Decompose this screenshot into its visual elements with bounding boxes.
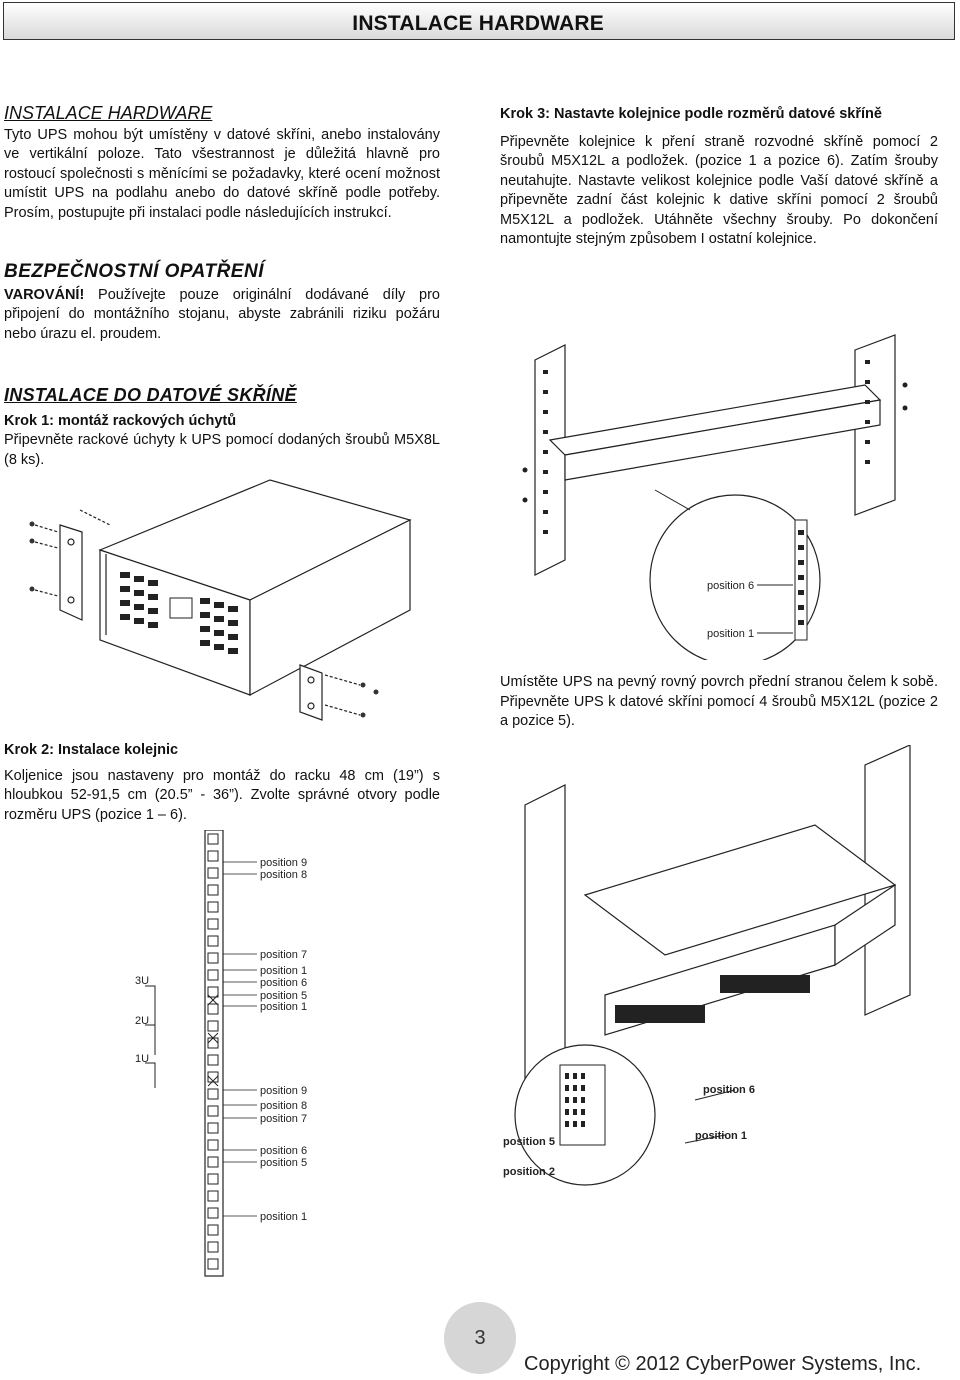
safety-text: Používejte pouze originální dodávané díl… [4,286,440,342]
position-label: position 1 [260,1001,307,1013]
intro-text: Tyto UPS mohou být umístěny v datové skř… [4,126,440,221]
ups-rack-ear-figure [29,479,412,721]
position-label: position 9 [260,1085,307,1097]
unit-label-1u: 1U [135,1053,149,1065]
position-label: position 7 [260,1113,307,1125]
position-label: position 1 [260,965,307,977]
intro-heading: INSTALACE HARDWARE [4,103,213,123]
rail-positions-figure: 3U 2U 1U position 9 position 8 position … [135,830,307,1277]
header-title: INSTALACE HARDWARE [352,12,604,35]
copyright: Copyright © 2012 CyberPower Systems, Inc… [524,1353,922,1375]
step3-text: Připevněte kolejnice k pření straně rozv… [500,133,938,248]
step4-label-position-5: position 5 [503,1136,555,1148]
safety-heading: BEZPEČNOSTNÍ OPATŘENÍ [4,261,264,282]
rail-cabinet-figure: position 6 position 1 [522,334,908,660]
position-label: position 5 [260,1157,307,1169]
step3-label-position-6: position 6 [707,580,754,592]
position-label: position 9 [260,857,307,869]
unit-label-3u: 3U [135,975,149,987]
position-label: position 8 [260,869,307,881]
step1-title: Krok 1: montáž rackových úchytů [4,412,237,429]
position-label: position 1 [260,1211,307,1223]
step2-text: Koljenice jsou nastaveny pro montáž do r… [4,767,440,823]
step4-section: Umístěte UPS na pevný rovný povrch předn… [500,673,938,732]
step1-text: Připevněte rackové úchyty k UPS pomocí d… [4,432,440,468]
unit-label-2u: 2U [135,1015,149,1027]
step4-text: Umístěte UPS na pevný rovný povrch předn… [500,674,938,729]
ups-cabinet-figure: position 6 position 5 position 1 positio… [503,745,911,1186]
step4-label-position-1: position 1 [695,1130,747,1142]
step2-section: Krok 2: Instalace kolejnic Koljenice jso… [4,741,440,825]
step3-title: Krok 3: Nastavte kolejnice podle rozměrů… [500,106,882,122]
rack-heading: INSTALACE DO DATOVÉ SKŘÍNĚ [4,385,297,405]
position-label: position 6 [260,977,307,989]
rack-section: INSTALACE DO DATOVÉ SKŘÍNĚ Krok 1: montá… [4,385,440,470]
step3-label-position-1: position 1 [707,628,754,640]
safety-section: BEZPEČNOSTNÍ OPATŘENÍ VAROVÁNÍ! Používej… [4,262,440,344]
safety-paragraph: VAROVÁNÍ! Používejte pouze originální do… [4,286,440,345]
position-label: position 7 [260,949,307,961]
step4-label-position-6: position 6 [703,1084,755,1096]
warning-label: VAROVÁNÍ! [4,286,85,303]
step4-label-position-2: position 2 [503,1166,555,1178]
position-label: position 6 [260,1145,307,1157]
intro-section: INSTALACE HARDWARE Tyto UPS mohou být um… [4,103,440,223]
position-label: position 8 [260,1100,307,1112]
position-label: position 5 [260,990,307,1002]
page-header: INSTALACE HARDWARE [3,2,955,40]
step2-title: Krok 2: Instalace kolejnic [4,742,179,758]
step3-section: Krok 3: Nastavte kolejnice podle rozměrů… [500,105,938,250]
page-number: 3 [444,1302,516,1374]
